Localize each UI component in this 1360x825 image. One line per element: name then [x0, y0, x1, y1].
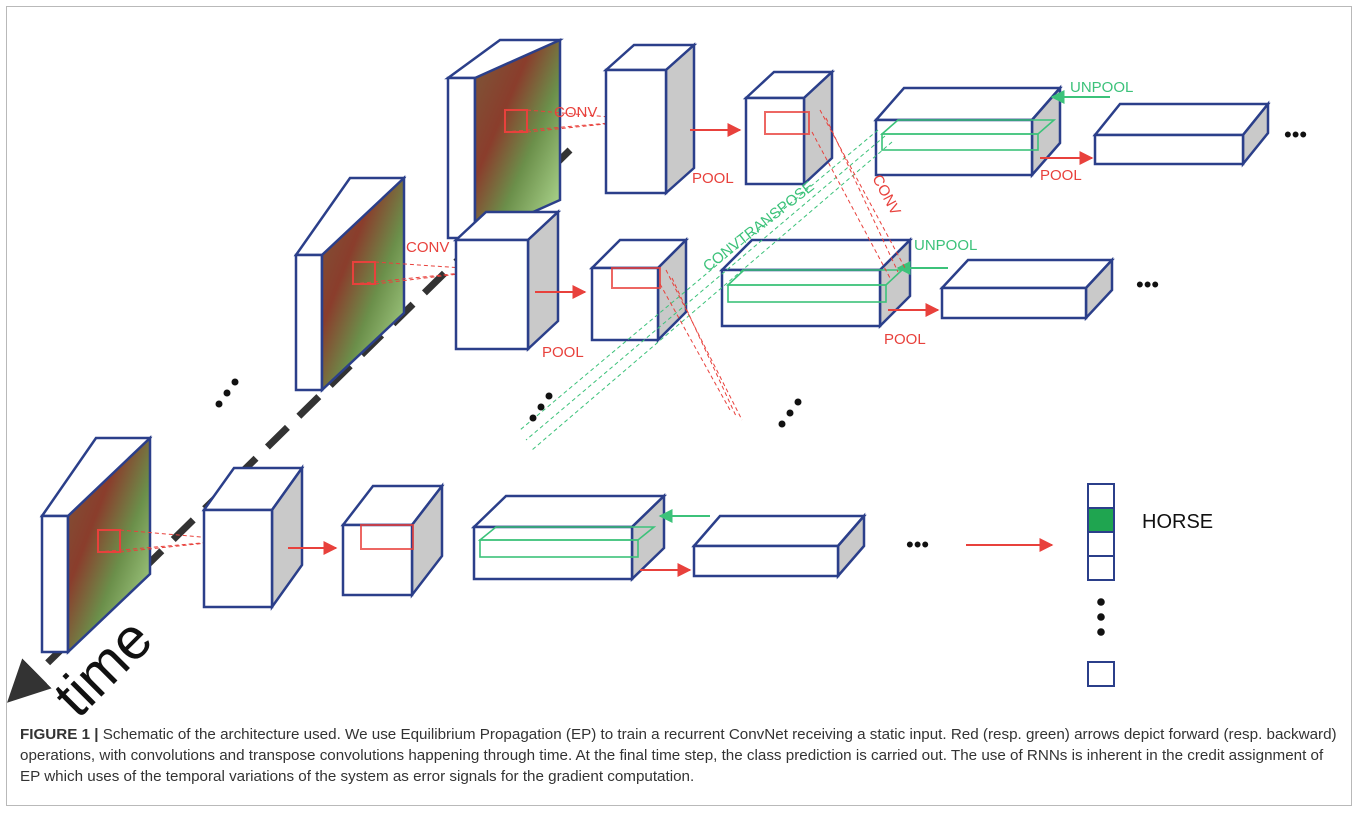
output-vector	[1087, 483, 1115, 687]
time-ellipsis-right	[778, 398, 802, 428]
fc-box-middle	[718, 236, 914, 330]
input-image-top	[444, 38, 646, 240]
unpool-label-top: UNPOOL	[1070, 79, 1133, 96]
pool-cube-top	[742, 69, 836, 187]
row-middle: CONV POOL UNPOOL POOL	[293, 175, 1159, 393]
time-ellipsis-left	[215, 378, 239, 408]
unpool-label-middle: UNPOOL	[914, 237, 977, 254]
fc-box-top	[873, 84, 1063, 179]
fc-box-bottom	[470, 493, 668, 582]
conv-label-top: CONV	[554, 104, 597, 121]
row-top: CONV POOL UNPOOL POOL	[444, 38, 1307, 240]
time-ellipsis-center	[529, 392, 553, 422]
conv-label-middle: CONV	[406, 239, 449, 256]
caption-label: FIGURE 1 |	[20, 726, 99, 743]
figure-caption: FIGURE 1 | Schematic of the architecture…	[20, 724, 1340, 787]
pool-label-top-2: POOL	[1040, 167, 1082, 184]
pool-cube-bottom	[340, 482, 445, 599]
conv-cross-label: CONV	[868, 172, 903, 218]
pool-label-middle-1: POOL	[542, 344, 584, 361]
row-bottom: ••• HORSE	[39, 435, 1213, 687]
convtranspose-lines	[519, 129, 893, 451]
next-box-top	[1092, 100, 1271, 168]
conv-cube-middle	[452, 209, 562, 352]
conv-cube-bottom	[201, 464, 305, 611]
input-image-middle	[293, 175, 493, 393]
architecture-diagram: time CONV POOL	[7, 38, 1307, 720]
conv-cross-lines	[659, 109, 906, 421]
ellipsis-top: •••	[1284, 122, 1307, 147]
conv-cube-top	[602, 42, 698, 196]
selected-class-cell	[1087, 507, 1115, 533]
pool-label-middle-2: POOL	[884, 331, 926, 348]
next-box-bottom	[691, 512, 867, 580]
pool-cube-middle	[588, 236, 690, 344]
input-image-bottom	[39, 435, 237, 655]
next-box-middle	[939, 256, 1115, 322]
ellipsis-middle: •••	[1136, 272, 1159, 297]
pool-label-top-1: POOL	[692, 170, 734, 187]
ellipsis-bottom: •••	[906, 532, 929, 557]
class-label-horse: HORSE	[1142, 511, 1213, 533]
caption-text: Schematic of the architecture used. We u…	[20, 726, 1337, 785]
